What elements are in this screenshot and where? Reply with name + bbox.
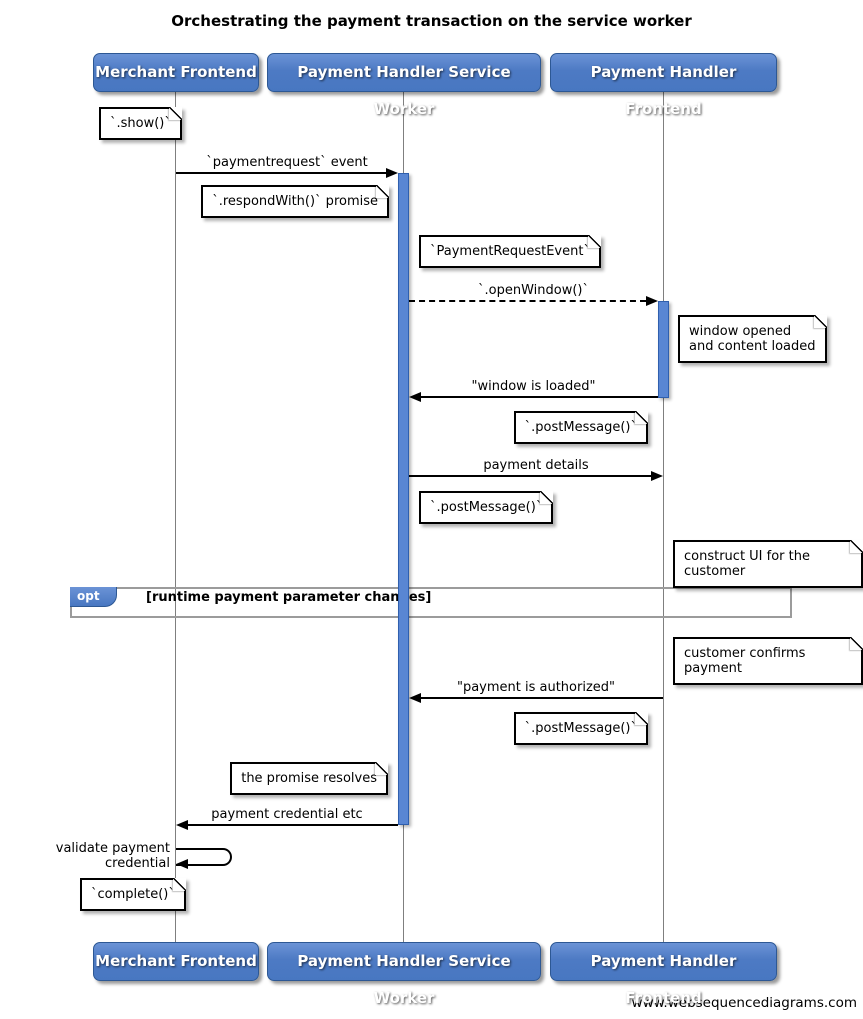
note-customer-confirms: customer confirms payment: [673, 637, 863, 685]
activation-service-worker: [398, 173, 409, 825]
arrowhead-left-icon: [176, 859, 188, 869]
actor-payment-handler-frontend-bottom: Payment Handler Frontend: [550, 942, 777, 1007]
actor-label: Merchant Frontend: [95, 952, 257, 970]
actor-payment-handler-frontend-top: Payment Handler Frontend: [550, 53, 777, 118]
note-complete: `complete()`: [80, 878, 186, 911]
lifeline-merchant-frontend: [175, 92, 176, 942]
message-paymentrequest-label: `paymentrequest` event: [206, 155, 368, 170]
actor-label: Payment Handler Service Worker: [297, 63, 511, 118]
actor-service-worker-top: Payment Handler Service Worker: [267, 53, 541, 118]
watermark-url: www.websequencediagrams.com: [631, 995, 857, 1011]
note-construct-ui: construct UI for the customer: [673, 540, 863, 588]
message-payment-authorized-line: [421, 697, 663, 699]
message-paymentrequest-line: [176, 172, 388, 174]
activation-payment-handler-frontend: [658, 301, 669, 398]
note-paymentrequestevent: `PaymentRequestEvent`: [419, 235, 601, 268]
message-validate-credential-label: validate payment credential: [55, 841, 170, 871]
actor-label: Payment Handler Frontend: [590, 63, 737, 118]
actor-label: Merchant Frontend: [95, 63, 257, 81]
message-payment-credential-label: payment credential etc: [211, 807, 363, 822]
message-validate-credential-loop: [176, 848, 232, 866]
diagram-title: Orchestrating the payment transaction on…: [171, 12, 692, 30]
actor-service-worker-bottom: Payment Handler Service Worker: [267, 942, 541, 1007]
arrowhead-right-icon: [386, 168, 398, 178]
arrowhead-left-icon: [409, 392, 421, 402]
message-payment-authorized-label: "payment is authorized": [456, 680, 616, 695]
note-respondwith-promise: `.respondWith()` promise: [201, 185, 389, 218]
note-postmessage-3: `.postMessage()`: [513, 712, 649, 745]
note-window-opened: window opened and content loaded: [678, 315, 827, 363]
arrowhead-left-icon: [176, 820, 188, 830]
message-payment-credential-line: [188, 824, 398, 826]
arrowhead-left-icon: [409, 693, 421, 703]
note-postmessage-2: `.postMessage()`: [419, 491, 554, 524]
actor-merchant-frontend-bottom: Merchant Frontend: [93, 942, 259, 981]
note-show: `.show()`: [99, 107, 182, 140]
note-promise-resolves: the promise resolves: [230, 762, 388, 795]
message-payment-details-label: payment details: [483, 458, 589, 473]
actor-merchant-frontend-top: Merchant Frontend: [93, 53, 259, 92]
opt-fragment-operator: opt: [70, 587, 117, 607]
note-postmessage-1: `.postMessage()`: [513, 411, 649, 444]
message-window-is-loaded-label: "window is loaded": [471, 379, 596, 394]
opt-fragment-guard: [runtime payment parameter changes]: [146, 590, 432, 605]
message-window-is-loaded-line: [421, 396, 658, 398]
message-openwindow-line: [409, 300, 646, 302]
message-openwindow-label: `.openWindow()`: [478, 283, 589, 298]
arrowhead-right-icon: [651, 471, 663, 481]
arrowhead-right-icon: [646, 296, 658, 306]
actor-label: Payment Handler Service Worker: [297, 952, 511, 1007]
actor-label: Payment Handler Frontend: [590, 952, 737, 1007]
lifeline-payment-handler-frontend: [663, 92, 664, 942]
message-payment-details-line: [409, 475, 651, 477]
